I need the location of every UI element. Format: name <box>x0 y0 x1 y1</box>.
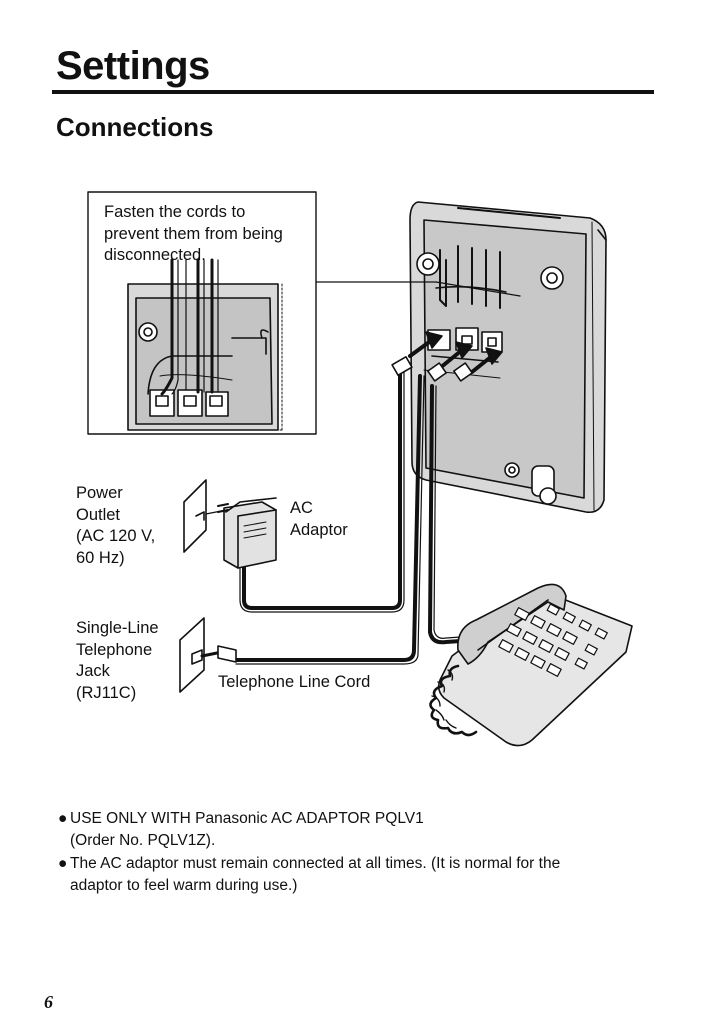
arrow-icon <box>408 331 503 374</box>
label-line: Power <box>76 484 123 502</box>
connection-illustration <box>87 191 633 747</box>
power-outlet-label: Power Outlet (AC 120 V, 60 Hz) <box>76 483 155 569</box>
callout-line: disconnected. <box>104 246 206 264</box>
note-line: (Order No. PQLV1Z). <box>70 831 216 849</box>
note-line: USE ONLY WITH Panasonic AC ADAPTOR PQLV1 <box>70 810 424 827</box>
zoom-detail-icon <box>127 258 283 431</box>
telephone-icon <box>429 583 633 747</box>
note-item: ● USE ONLY WITH Panasonic AC ADAPTOR PQL… <box>58 808 658 851</box>
title-rule <box>52 90 654 94</box>
bullet-icon: ● <box>58 855 68 872</box>
ac-adaptor-icon <box>217 497 277 569</box>
section-title: Connections <box>56 112 214 142</box>
connection-diagram: Fasten the cords to prevent them from be… <box>0 180 704 750</box>
page-title: Settings <box>56 44 210 88</box>
callout-text: Fasten the cords to prevent them from be… <box>104 202 283 267</box>
label-line: (AC 120 V, <box>76 527 156 545</box>
label-line: Telephone <box>76 640 153 659</box>
telephone-line-cord-label: Telephone Line Cord <box>218 673 371 691</box>
label-line: Single-Line <box>76 619 159 637</box>
ac-adaptor-label: AC Adaptor <box>290 498 348 541</box>
note-line: The AC adaptor must remain connected at … <box>70 855 561 872</box>
wall-outlet-icon <box>183 479 227 553</box>
bullet-icon: ● <box>58 810 68 827</box>
telephone-base-icon <box>409 201 607 514</box>
note-line: adaptor to feel warm during use.) <box>70 876 298 894</box>
notes-list: ● USE ONLY WITH Panasonic AC ADAPTOR PQL… <box>58 808 658 898</box>
telephone-jack-label: Single-Line Telephone Jack (RJ11C) <box>76 618 159 704</box>
label-line: 60 Hz) <box>76 548 125 567</box>
cord-lines <box>234 356 478 665</box>
label-line: Outlet <box>76 505 121 524</box>
note-item: ● The AC adaptor must remain connected a… <box>58 853 658 896</box>
callout-line: prevent them from being <box>104 224 283 243</box>
wall-jack-icon <box>179 617 237 693</box>
page-number: 6 <box>44 992 53 1012</box>
label-line: Jack <box>76 662 110 680</box>
label-line: Adaptor <box>290 520 348 539</box>
callout-line: Fasten the cords to <box>104 203 246 221</box>
label-line: AC <box>290 499 313 517</box>
label-line: (RJ11C) <box>76 683 137 702</box>
